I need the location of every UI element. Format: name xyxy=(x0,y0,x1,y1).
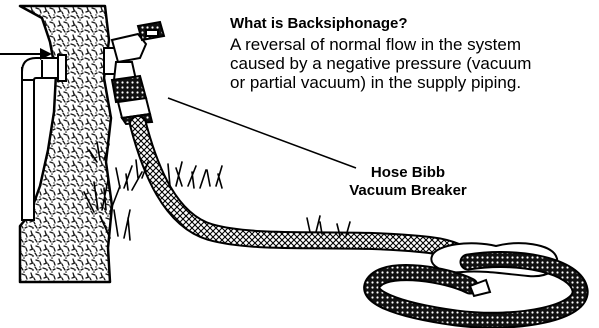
vacuum-breaker-label: Hose Bibb Vacuum Breaker xyxy=(338,164,478,200)
callout-description-line: A reversal of normal flow in the system xyxy=(230,35,595,54)
hose-coil xyxy=(372,260,581,321)
hose-bibb-faucet xyxy=(104,22,164,124)
callout-description-line: caused by a negative pressure (vacuum xyxy=(230,54,595,73)
vacuum-breaker-label-line: Vacuum Breaker xyxy=(338,182,478,200)
callout-description: A reversal of normal flow in the system … xyxy=(230,35,595,92)
vacuum-breaker-label-line: Hose Bibb xyxy=(338,164,478,182)
leader-line xyxy=(168,98,356,168)
callout-description-line: or partial vacuum) in the supply piping. xyxy=(230,73,595,92)
callout-title: What is Backsiphonage? xyxy=(230,15,408,33)
